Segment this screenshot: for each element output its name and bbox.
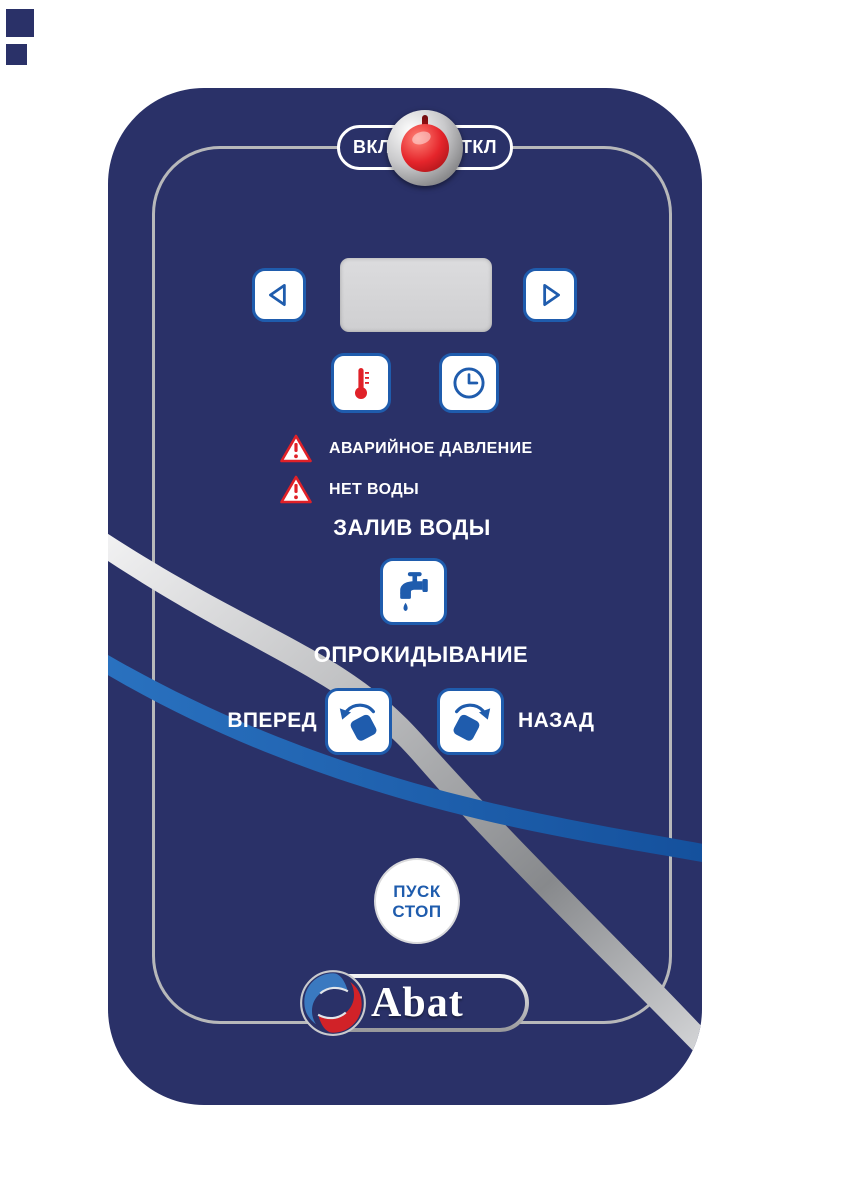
timer-button[interactable] — [439, 353, 499, 413]
arrow-left-button[interactable] — [252, 268, 306, 322]
tilt-forward-icon — [339, 703, 376, 741]
stop-label: СТОП — [392, 901, 442, 921]
print-mark — [6, 9, 34, 37]
thermometer-icon — [355, 368, 369, 399]
brand-logo: Abat — [300, 970, 529, 1036]
power-on-label: ВКЛ — [353, 137, 392, 157]
power-knob[interactable] — [387, 110, 463, 186]
arrow-right-button[interactable] — [523, 268, 577, 322]
warning-triangle-icon — [280, 434, 312, 463]
tilt-forward-button[interactable] — [325, 688, 392, 755]
arrow-right-icon — [543, 283, 560, 307]
control-panel: ВКЛ ОТКЛ — [108, 88, 702, 1105]
tilt-backward-label: НАЗАД — [518, 709, 595, 732]
abat-sphere-logo-icon — [300, 970, 366, 1036]
tilt-label: ОПРОКИДЫВАНИЕ — [313, 642, 529, 667]
clock-icon — [453, 367, 485, 399]
start-label: ПУСК — [393, 881, 441, 901]
print-mark — [6, 44, 27, 65]
start-stop-button[interactable]: ПУСК СТОП — [374, 858, 460, 944]
warning-triangle-icon — [280, 475, 312, 504]
tilt-forward-label: ВПЕРЕД — [227, 709, 317, 732]
warning-no-water: НЕТ ВОДЫ — [280, 475, 419, 504]
arrow-left-icon — [269, 283, 286, 307]
water-fill-button[interactable] — [380, 558, 447, 625]
temperature-button[interactable] — [331, 353, 391, 413]
warning-pressure-label: АВАРИЙНОЕ ДАВЛЕНИЕ — [329, 439, 533, 457]
display-screen — [340, 258, 492, 332]
tilt-backward-button[interactable] — [437, 688, 504, 755]
warning-no-water-label: НЕТ ВОДЫ — [329, 480, 420, 498]
brand-name: Abat — [371, 980, 464, 1026]
knob-gloss — [410, 129, 433, 147]
tilt-backward-icon — [453, 703, 490, 741]
warning-pressure: АВАРИЙНОЕ ДАВЛЕНИЕ — [280, 434, 533, 463]
power-knob-icon — [401, 124, 449, 172]
water-fill-label: ЗАЛИВ ВОДЫ — [333, 515, 491, 540]
faucet-icon — [399, 571, 428, 611]
